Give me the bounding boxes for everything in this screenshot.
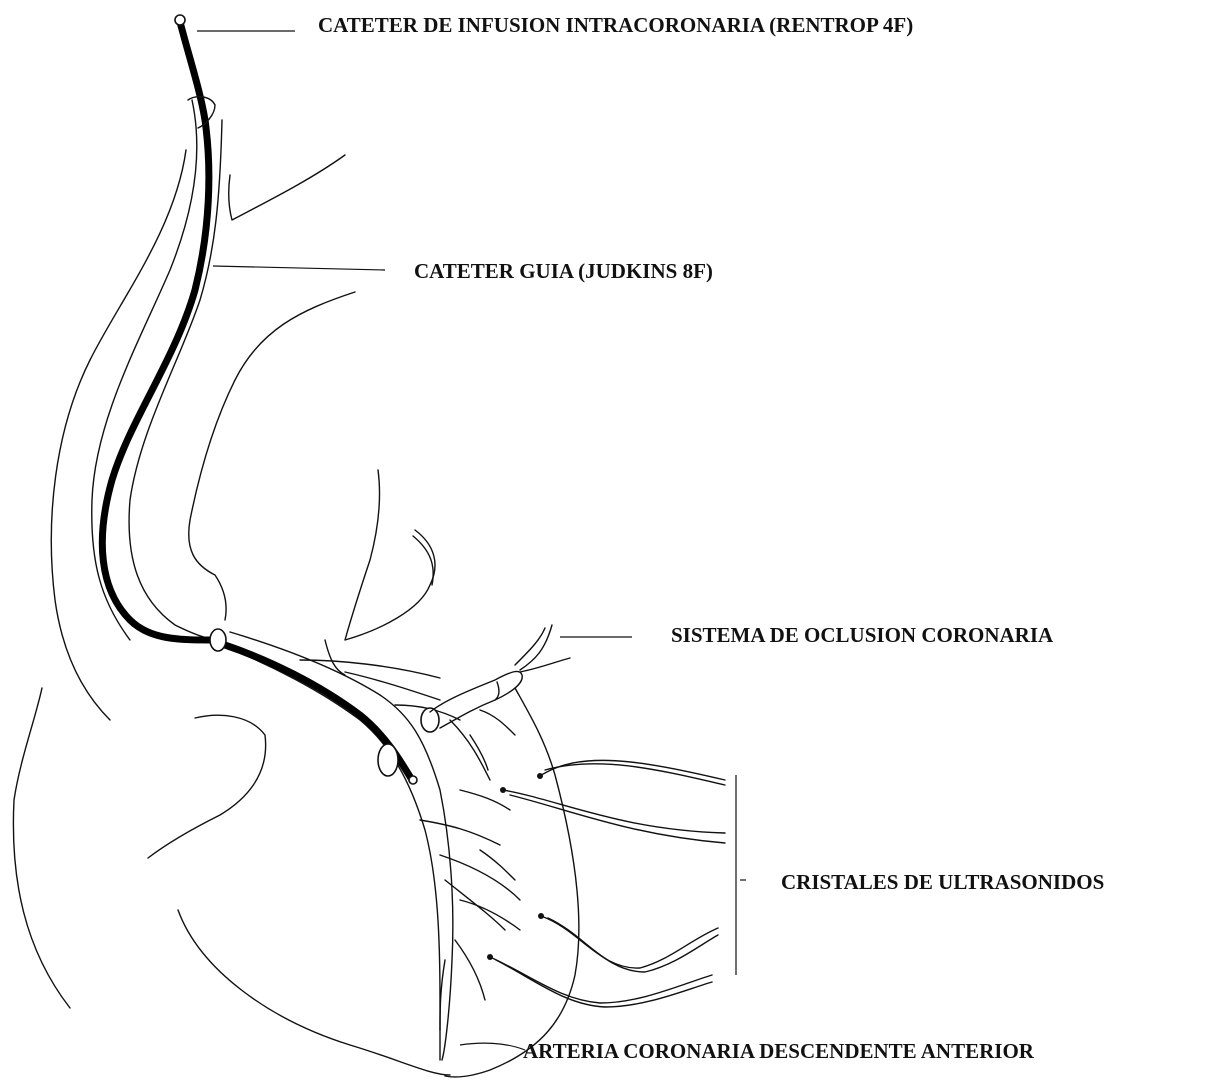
labels: CATETER DE INFUSION INTRACORONARIA (RENT… xyxy=(318,13,1104,1063)
coronary-branches xyxy=(228,632,520,1060)
leader-guide xyxy=(213,266,385,270)
guide-catheter xyxy=(102,22,412,780)
ultrasound-crystals xyxy=(487,760,725,1007)
heart-outline xyxy=(13,100,579,1077)
leader-lines xyxy=(197,31,746,1050)
catheter-tip-ring xyxy=(175,15,185,25)
junction-ring xyxy=(210,629,226,651)
label-guide-catheter: CATETER GUIA (JUDKINS 8F) xyxy=(414,259,713,283)
label-ultrasound-crystals: CRISTALES DE ULTRASONIDOS xyxy=(781,870,1104,894)
occlusion-device xyxy=(430,625,570,728)
label-occlusion-system: SISTEMA DE OCLUSION CORONARIA xyxy=(671,623,1054,647)
label-infusion-catheter: CATETER DE INFUSION INTRACORONARIA (RENT… xyxy=(318,13,913,37)
lad-ring xyxy=(378,744,398,776)
infusion-tip-ring xyxy=(409,776,417,784)
label-lad-artery: ARTERIA CORONARIA DESCENDENTE ANTERIOR xyxy=(523,1039,1035,1063)
leader-lad xyxy=(460,1043,525,1050)
